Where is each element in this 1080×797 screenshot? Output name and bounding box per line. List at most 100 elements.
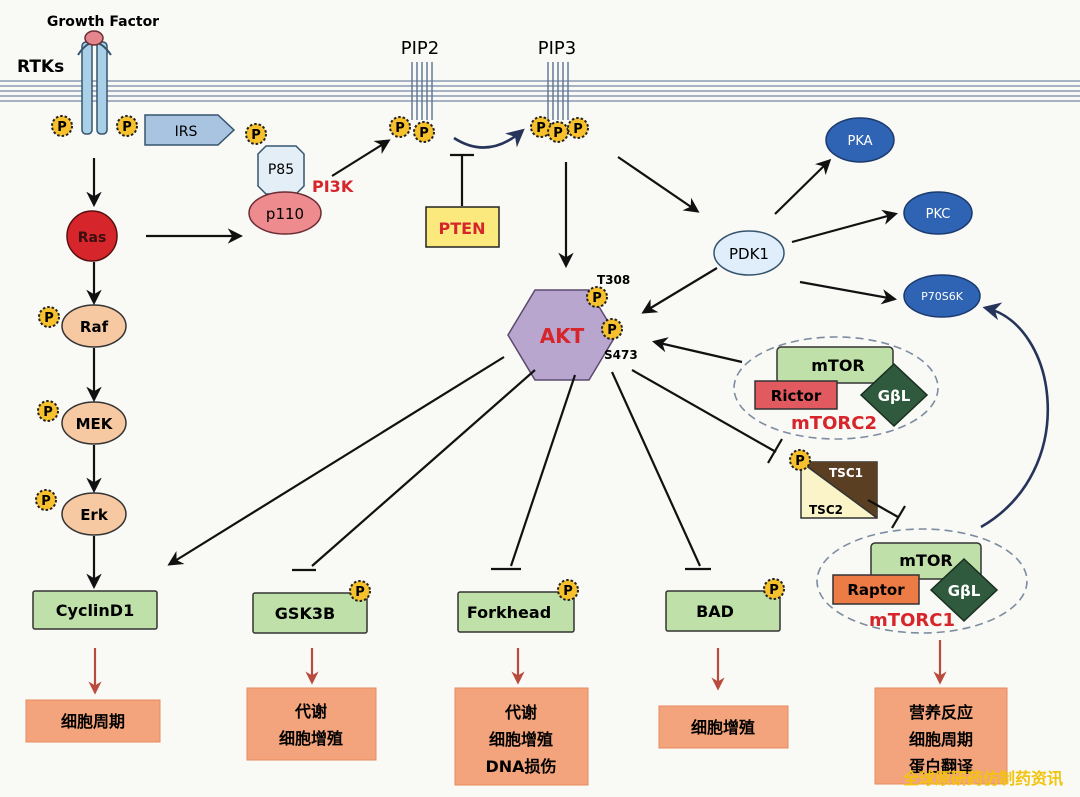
watermark-text: 全球原研药仿制药资讯 <box>902 769 1063 788</box>
outcome-mtorc1-line1: 营养反应 <box>909 703 973 722</box>
p110-label: p110 <box>266 205 304 223</box>
phospho-circle-mek <box>37 400 59 422</box>
phospho-badge-irs-pi3k: P <box>245 123 267 145</box>
arrow-pdk1-p70s6k <box>799 280 898 305</box>
ras-node <box>66 210 118 262</box>
rictor-node <box>754 380 838 410</box>
phospho-circle-akt-s473 <box>601 318 623 340</box>
pip2-label: PIP2 <box>401 38 439 59</box>
arrow-mtorc2-akt <box>651 337 743 364</box>
inhibit-tsc-mtorc1 <box>867 499 906 529</box>
phospho-badge-forkhead: P <box>557 579 579 601</box>
mtorc2-gbl-node <box>859 362 929 428</box>
phospho-label-gsk3b: P <box>355 585 365 600</box>
phospho-badge-mek: P <box>37 400 59 422</box>
pten-node <box>425 206 500 248</box>
outcome-bad-text: 细胞增殖 <box>691 718 755 737</box>
mtorc1-label: mTORC1 <box>869 610 955 631</box>
phospho-label-bad: P <box>769 583 779 598</box>
phospho-label-forkhead: P <box>563 584 573 599</box>
irs-label: IRS <box>175 124 198 140</box>
outcome-mtorc1-line2: 细胞周期 <box>909 730 973 749</box>
phospho-label-pip2-b: P <box>419 126 429 141</box>
tsc1-label: TSC1 <box>829 466 863 480</box>
phospho-circle-erk <box>35 489 57 511</box>
mtorc2-label: mTORC2 <box>791 413 877 434</box>
inhibit-akt-bad <box>610 371 711 571</box>
arrow-mtorc1-p70s6k <box>980 302 1050 529</box>
mtorc2-gbl-label: GβL <box>878 387 911 405</box>
phospho-badge-gsk3b: P <box>349 580 371 602</box>
phospho-circle-akt-t308 <box>586 286 608 308</box>
pkc-node <box>903 191 973 235</box>
phospho-circle-rtk-right <box>116 115 138 137</box>
outcome-forkhead-line1: 代谢 <box>504 703 537 722</box>
phospho-badge-rtk-left: P <box>51 115 73 137</box>
phospho-badge-pip2-b: P <box>413 121 435 143</box>
phospho-label-rtk-right: P <box>122 120 132 135</box>
t308-label: T308 <box>597 273 630 287</box>
phospho-circle-irs-pi3k <box>245 123 267 145</box>
growth-factor-label: Growth Factor <box>47 14 159 30</box>
raf-label: Raf <box>80 318 109 336</box>
mtorc1-gbl-label: GβL <box>948 582 981 600</box>
mtorc2-mtor-label: mTOR <box>811 356 865 375</box>
phospho-badge-erk: P <box>35 489 57 511</box>
phospho-badge-akt-t308: P <box>586 286 608 308</box>
gsk3b-label: GSK3B <box>275 604 335 623</box>
arrow-pip3-pdk1 <box>617 156 700 213</box>
outcome-mtorc1 <box>874 687 1008 785</box>
phospho-circle-pip2-b <box>413 121 435 143</box>
outcome-forkhead-line2: 细胞增殖 <box>489 730 553 749</box>
phospho-circle-forkhead <box>557 579 579 601</box>
phospho-badge-raf: P <box>38 306 60 328</box>
phospho-badge-tsc: P <box>789 449 811 471</box>
phospho-label-akt-t308: P <box>592 291 602 306</box>
rictor-label: Rictor <box>771 387 822 405</box>
inhibit-akt-forkhead <box>491 374 577 571</box>
phospho-label-erk: P <box>41 494 51 509</box>
outcome-cell-cycle-text: 细胞周期 <box>61 712 125 731</box>
phospho-badge-rtk-right: P <box>116 115 138 137</box>
outcome-mtorc1-line3: 蛋白翻译 <box>909 757 974 776</box>
inhibit-akt-tsc <box>631 369 783 464</box>
pdk1-node <box>713 230 785 276</box>
mek-label: MEK <box>76 415 114 433</box>
phospho-badge-bad: P <box>763 578 785 600</box>
phospho-label-pip3-c: P <box>573 122 583 137</box>
arrow-pdk1-pka <box>774 158 832 215</box>
rtk-receptor <box>77 30 112 135</box>
pip3-label: PIP3 <box>538 38 576 59</box>
raptor-label: Raptor <box>847 581 905 599</box>
forkhead-label: Forkhead <box>467 603 551 622</box>
pkc-label: PKC <box>926 207 951 222</box>
phospho-label-tsc: P <box>795 454 805 469</box>
outcome-forkhead <box>454 687 589 786</box>
pip2-lipid <box>411 62 433 120</box>
mtorc1-mtor-label: mTOR <box>899 551 953 570</box>
phospho-circle-raf <box>38 306 60 328</box>
tsc2-label: TSC2 <box>809 503 843 517</box>
phospho-label-rtk-left: P <box>57 120 67 135</box>
pten-label: PTEN <box>439 219 486 238</box>
pka-node <box>825 117 895 163</box>
arrow-pdk1-akt <box>641 267 718 314</box>
p85-label: P85 <box>268 162 294 178</box>
forkhead-node <box>457 591 575 633</box>
rtks-label: RTKs <box>17 57 64 77</box>
cell-membrane <box>0 80 1080 102</box>
bad-node <box>665 590 781 632</box>
outcome-gsk3b <box>246 687 377 761</box>
phospho-label-mek: P <box>43 405 53 420</box>
outcome-gsk3b-line2: 细胞增殖 <box>279 729 343 748</box>
phospho-label-pip3-b: P <box>553 126 563 141</box>
phospho-badge-pip3-b: P <box>547 121 569 143</box>
phospho-circle-bad <box>763 578 785 600</box>
outcome-bad <box>658 705 789 749</box>
outcome-gsk3b-line1: 代谢 <box>294 702 327 721</box>
p70s6k-label: P70S6K <box>921 290 964 303</box>
outcome-cell-cycle <box>25 699 161 743</box>
pip3-lipid <box>547 62 569 120</box>
arrow-pi3k-pip2 <box>331 139 391 177</box>
